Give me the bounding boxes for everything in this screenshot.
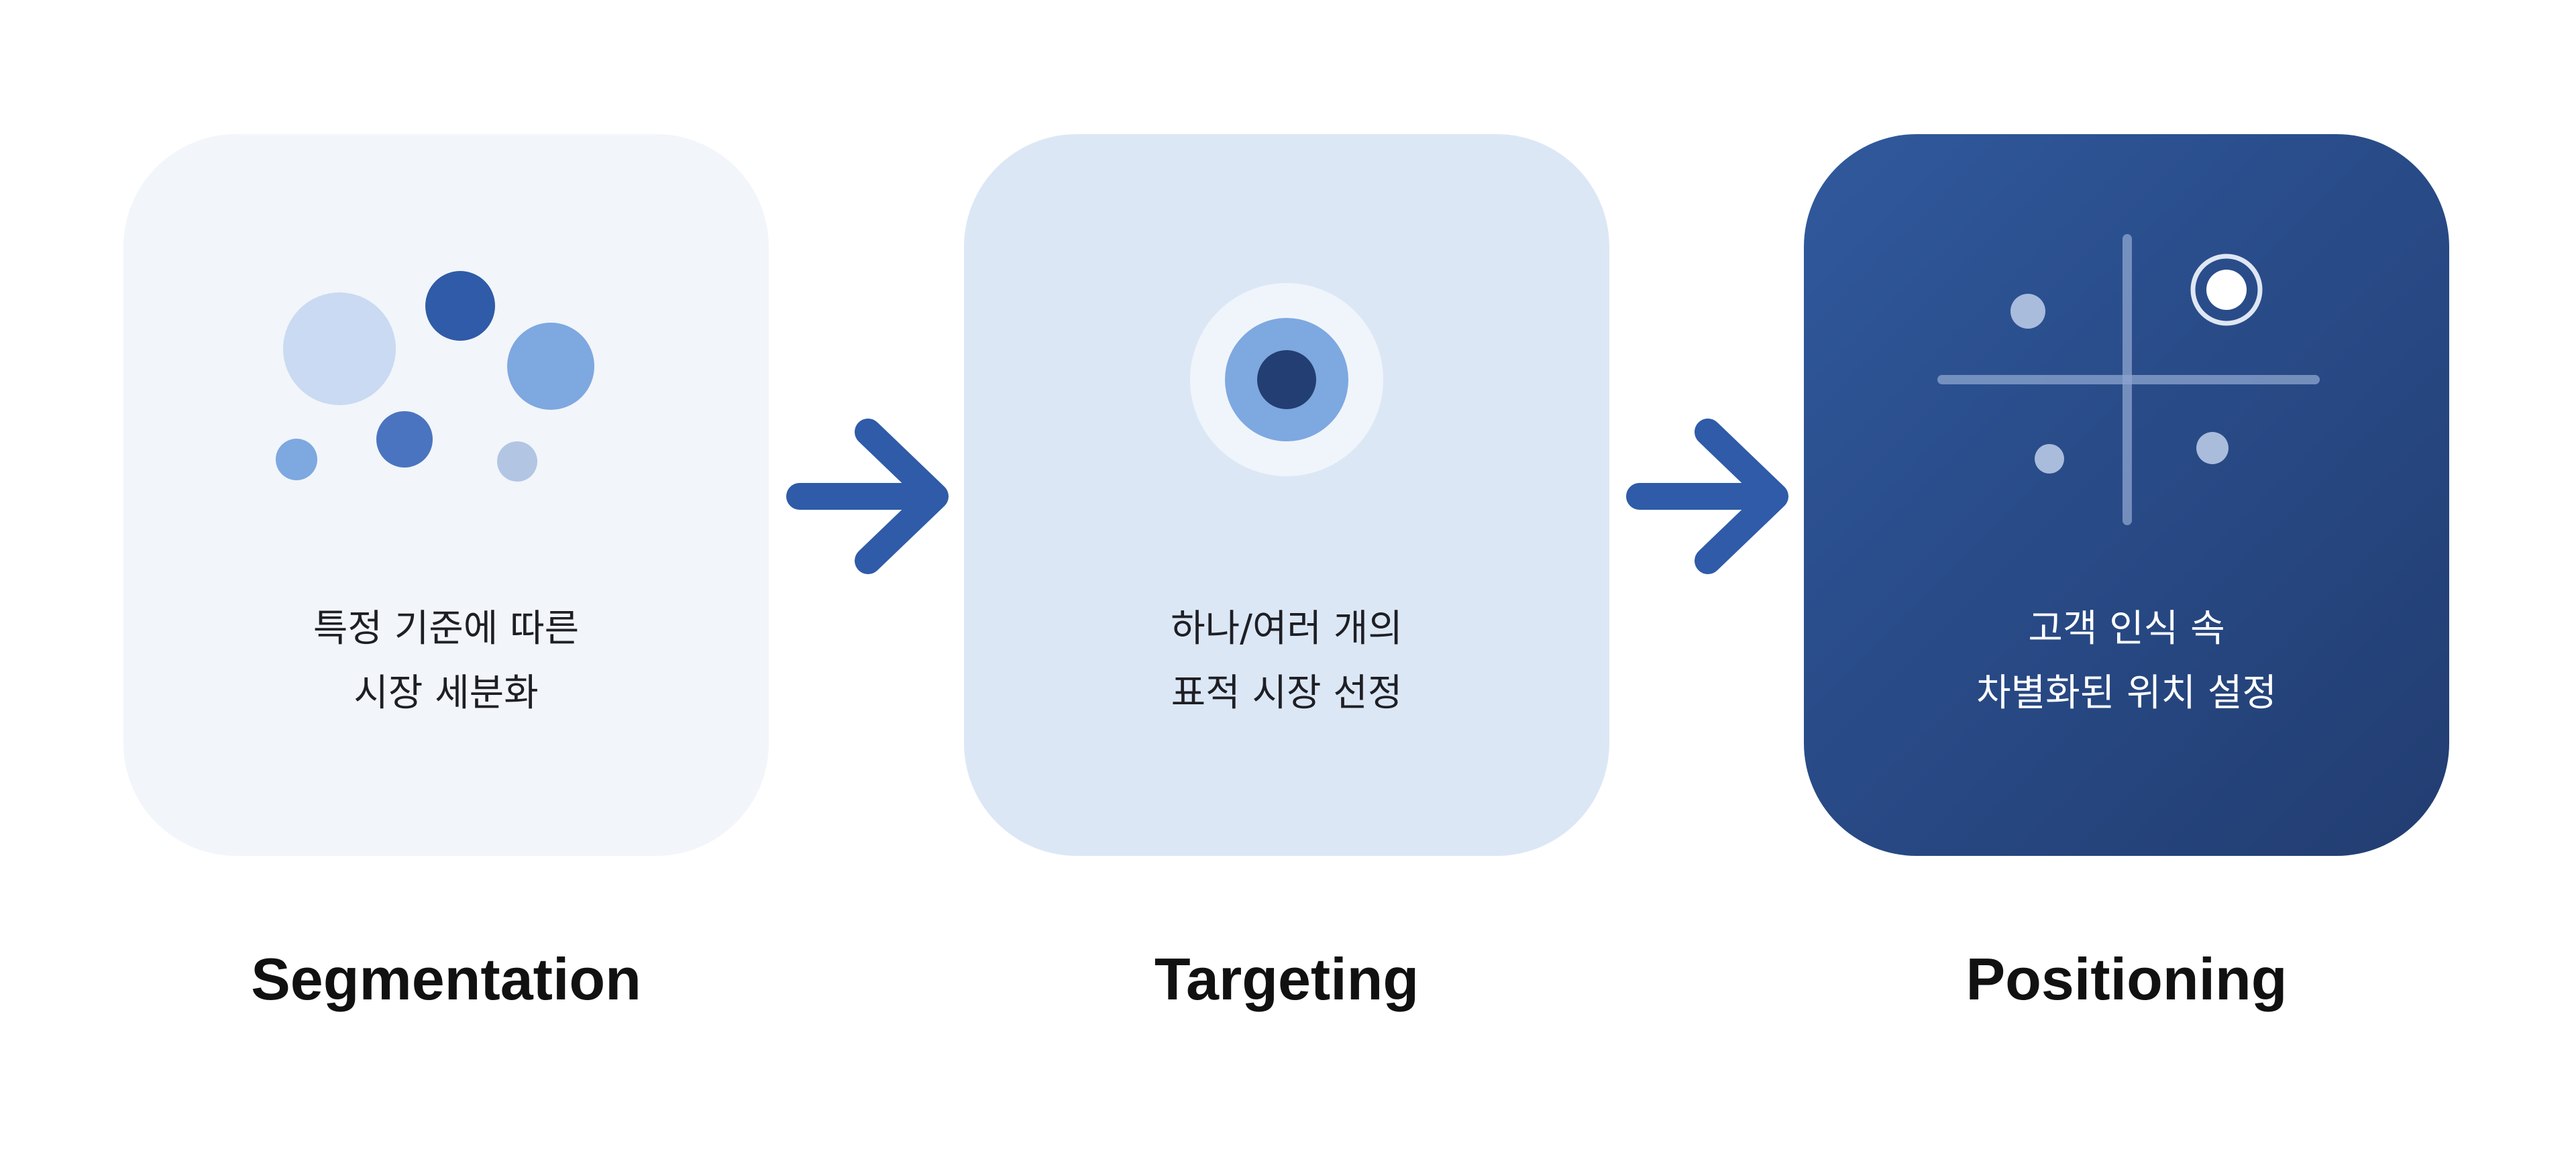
description-line: 표적 시장 선정 [1171, 671, 1403, 715]
arrow-right-icon [1626, 419, 1788, 574]
segmentation-label: Segmentation [251, 946, 641, 1012]
description-line: 차별화된 위치 설정 [1976, 671, 2277, 715]
positioning-map-icon [1937, 234, 2320, 525]
positioning-label: Positioning [1966, 946, 2288, 1012]
targeting-description: 하나/여러 개의 표적 시장 선정 [964, 597, 1609, 726]
scattered-circles-icon [276, 271, 594, 482]
positioning-description: 고객 인식 속 차별화된 위치 설정 [1804, 597, 2449, 726]
segmentation-description: 특정 기준에 따른 시장 세분화 [123, 597, 769, 726]
arrow-right-icon [786, 419, 949, 574]
positioning-card: 고객 인식 속 차별화된 위치 설정 [1804, 134, 2449, 856]
targeting-card: 하나/여러 개의 표적 시장 선정 [964, 134, 1609, 856]
description-line: 시장 세분화 [354, 671, 539, 715]
segmentation-card: 특정 기준에 따른 시장 세분화 [123, 134, 769, 856]
targeting-label: Targeting [1154, 946, 1419, 1012]
description-line: 하나/여러 개의 [1171, 607, 1403, 651]
description-line: 고객 인식 속 [2028, 607, 2225, 651]
target-icon [1190, 283, 1383, 476]
description-line: 특정 기준에 따른 [313, 607, 580, 651]
